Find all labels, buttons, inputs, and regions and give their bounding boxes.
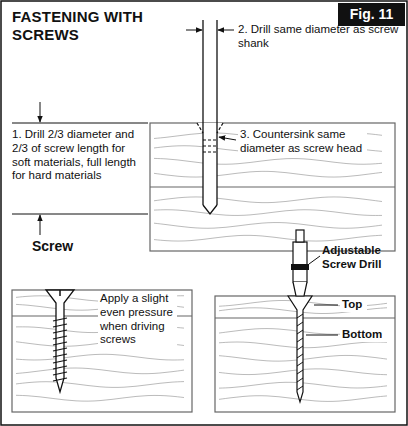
wood-block bbox=[150, 123, 395, 251]
grain-line bbox=[154, 210, 382, 216]
step-note: 3. Countersink same diameter as screw he… bbox=[238, 128, 367, 156]
step-note: 2. Drill same diameter as screw shank bbox=[238, 23, 400, 51]
grain-line bbox=[16, 368, 184, 374]
thread bbox=[53, 372, 67, 375]
grain-line bbox=[154, 223, 382, 229]
screw-drill bbox=[288, 230, 312, 402]
grain-line bbox=[154, 197, 382, 203]
step-note: 1. Drill 2/3 diameter and 2/3 of screw l… bbox=[12, 128, 146, 183]
leader-line bbox=[306, 335, 338, 336]
extension-line bbox=[12, 214, 148, 215]
flute bbox=[297, 378, 303, 382]
grain-line bbox=[154, 171, 382, 177]
pilot-hole bbox=[197, 20, 223, 214]
wood-block bbox=[12, 290, 192, 412]
flute bbox=[297, 322, 303, 326]
wood-block bbox=[215, 296, 395, 412]
thread bbox=[53, 360, 67, 363]
thread bbox=[53, 366, 67, 369]
grain-line bbox=[154, 235, 382, 241]
grain-line bbox=[154, 158, 382, 164]
flute bbox=[297, 370, 303, 374]
thread bbox=[53, 354, 67, 357]
extension-line bbox=[12, 123, 148, 124]
figure-tag bbox=[338, 3, 405, 26]
part-name: Screw bbox=[32, 238, 112, 255]
thread bbox=[53, 378, 67, 381]
thread bbox=[53, 336, 67, 339]
grain-line bbox=[16, 395, 184, 401]
usage-note: Apply a slight even pressure when drivin… bbox=[98, 292, 177, 347]
figure-title: FASTENING WITH SCREWS bbox=[12, 8, 162, 44]
flute bbox=[297, 338, 303, 342]
part-name: Bottom bbox=[340, 328, 387, 342]
dimension-arrow bbox=[40, 102, 41, 122]
thread bbox=[53, 324, 67, 327]
grain-line bbox=[16, 354, 184, 360]
grain-line bbox=[219, 396, 387, 402]
thread bbox=[53, 318, 67, 321]
thread bbox=[53, 342, 67, 345]
flute bbox=[297, 346, 303, 350]
thread bbox=[53, 348, 67, 351]
flute bbox=[297, 314, 303, 318]
part-name: Top bbox=[340, 298, 367, 312]
grain-line bbox=[16, 382, 184, 388]
screw bbox=[46, 290, 74, 392]
dimension-arrow bbox=[186, 30, 202, 31]
thread bbox=[53, 330, 67, 333]
leader-line bbox=[314, 305, 338, 306]
flute bbox=[297, 386, 303, 390]
flute bbox=[297, 330, 303, 334]
dimension-arrow bbox=[218, 30, 234, 31]
dimension-arrow bbox=[40, 215, 41, 235]
figure-number: Fig. 11 bbox=[338, 6, 405, 23]
leader-line bbox=[219, 137, 236, 140]
leader-line bbox=[309, 256, 320, 264]
flute bbox=[297, 362, 303, 366]
flute bbox=[297, 354, 303, 358]
tool-name: Adjustable Screw Drill bbox=[322, 244, 402, 272]
